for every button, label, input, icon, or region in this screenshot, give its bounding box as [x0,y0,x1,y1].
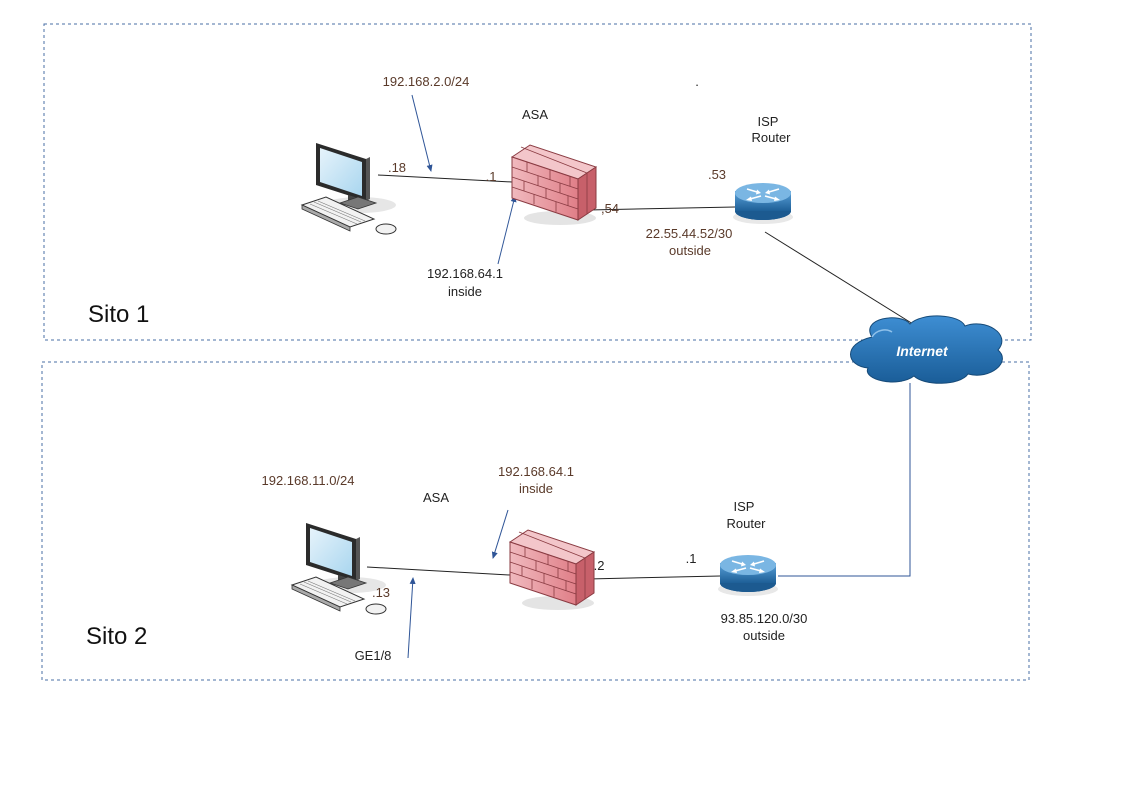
site2-inside-arrow [491,509,509,559]
site1-pc-asa-link [377,174,513,183]
site1-asa-router-link [587,206,736,211]
site2-wan-name: outside [743,628,785,643]
site2-router-label-1: ISP [734,499,755,514]
site2-asa-label: ASA [423,490,449,505]
site2-router-label-2: Router [726,516,766,531]
site1-router-label-2: Router [751,130,791,145]
site1-lan-subnet: 192.168.2.0/24 [383,74,470,89]
site2-firewall-icon [509,529,595,611]
site1-router-internet-link [764,231,914,325]
site1-inside-name: inside [448,284,482,299]
internet-label: Internet [896,343,949,359]
site1-inside-arrow [497,195,517,265]
site2-inside-ip: 192.168.64.1 [498,464,574,479]
site1-inside-ip: 192.168.64.1 [427,266,503,281]
site1-asa-outside-host: ,54 [601,201,619,216]
site2-router-icon [717,554,779,597]
site2-computer-icon [291,522,387,615]
internet-cloud-icon: Internet [850,315,1003,384]
site2-lan-subnet: 192.168.11.0/24 [261,473,354,488]
site1-frame [43,23,1032,341]
site2-router-host: .1 [686,551,697,566]
site2-title: Sito 2 [86,623,147,650]
site2-pc-host: .13 [372,585,390,600]
site1-wan-name: outside [669,243,711,258]
site2-asa-router-link [587,575,721,580]
site2-inside-name: inside [519,481,553,496]
site1-router-label-1: ISP [758,114,779,129]
site2-pc-port: GE1/8 [355,648,392,663]
site1-router-host: .53 [708,167,726,182]
site1-lan-arrow [411,94,433,172]
site2-frame [41,361,1030,681]
site2-router-internet-link [778,383,911,577]
site1-wan-subnet: 22.55.44.52/30 [646,226,733,241]
site2-wan-subnet: 93.85.120.0/30 [721,611,808,626]
site1-computer-icon [301,142,397,235]
site2-pc-asa-link [366,566,511,576]
site1-asa-label: ASA [522,107,548,122]
site1-router-icon [732,182,794,225]
site2-asa-outside-host: .2 [594,558,605,573]
site2-port-arrow [407,577,416,659]
site1-stray-mark: . [695,74,699,89]
site1-asa-inside-host: .1 [486,169,497,184]
site1-firewall-icon [511,144,597,226]
site1-pc-host: .18 [388,160,406,175]
site1-title: Sito 1 [88,301,149,328]
